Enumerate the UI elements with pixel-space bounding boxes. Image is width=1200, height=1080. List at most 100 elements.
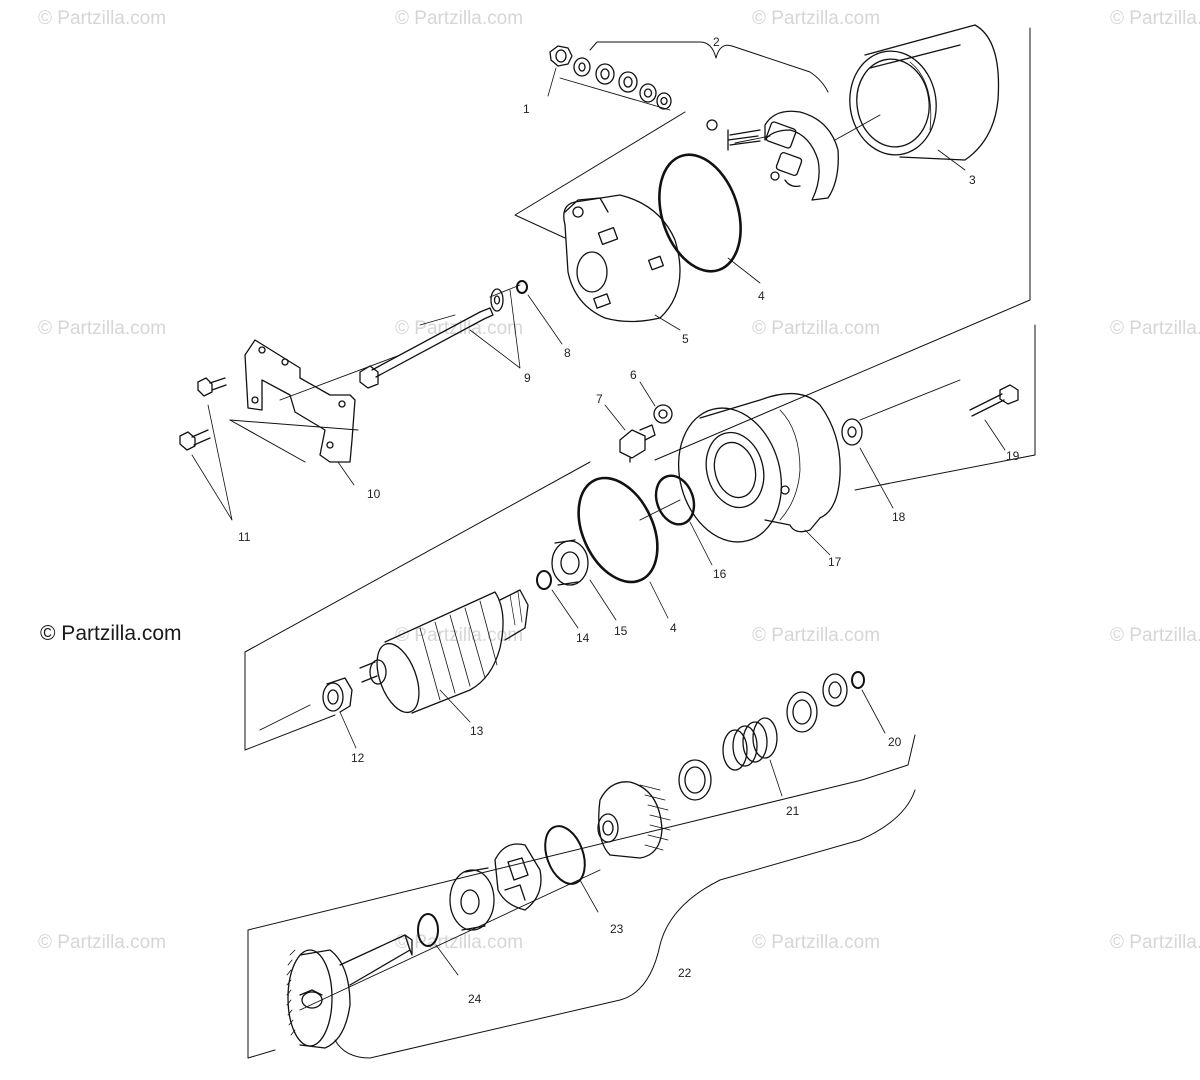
watermark: © Partzilla.com	[1110, 8, 1200, 29]
watermark: © Partzilla.com	[395, 8, 524, 29]
watermark: © Partzilla.com	[752, 625, 881, 646]
leader-3	[937, 149, 966, 171]
callout-6: 6	[630, 368, 637, 382]
watermark: © Partzilla.com	[38, 8, 167, 29]
watermark: © Partzilla.com	[38, 318, 167, 339]
callout-4: 4	[758, 289, 765, 303]
watermark: © Partzilla.com	[752, 318, 881, 339]
part-2-washers	[573, 57, 718, 131]
part-6-washer	[653, 404, 673, 424]
callout-17: 17	[828, 555, 842, 569]
part-8-o-ring-small	[516, 280, 528, 294]
bracket-2	[589, 41, 829, 93]
brand-label: © Partzilla.com	[40, 622, 182, 645]
callout-11: 11	[238, 530, 251, 544]
leader-1	[547, 67, 557, 97]
callout-labels: 1 2 3 4 5 6 7 8 9 10 11 12 13 14 15 16 1…	[238, 35, 1020, 1006]
part-10-mount-bracket	[244, 339, 356, 463]
leader-10	[337, 461, 355, 486]
leader-20	[861, 689, 886, 734]
part-3-yoke-housing	[849, 24, 1000, 161]
part-4-o-ring-upper	[658, 153, 742, 273]
callout-19: 19	[1006, 449, 1020, 463]
leader-4-lower	[649, 581, 669, 619]
group-outline-upper	[229, 27, 1031, 463]
callout-12: 12	[351, 751, 365, 765]
leader-4-upper	[727, 257, 761, 284]
center-axis	[259, 77, 961, 1011]
part-24-circlip	[417, 913, 439, 947]
callout-8: 8	[564, 346, 571, 360]
part-17-front-housing	[677, 392, 841, 543]
leader-13	[439, 689, 471, 723]
watermark: © Partzilla.com	[1110, 932, 1200, 953]
callout-23: 23	[610, 922, 624, 936]
part-15-bearing	[551, 539, 589, 586]
leader-5	[654, 314, 681, 331]
leader-16	[689, 521, 713, 566]
part-9-through-bolt	[359, 288, 504, 389]
pinion-clutch-gear	[597, 781, 671, 859]
leader-8	[527, 294, 563, 345]
watermark: © Partzilla.com	[752, 932, 881, 953]
part-12-bushing	[322, 677, 353, 713]
clutch-roller-set	[494, 843, 542, 911]
leader-15	[589, 579, 617, 621]
part-1-nut	[549, 45, 573, 67]
callout-7: 7	[596, 392, 603, 406]
leader-11	[191, 404, 233, 521]
callout-9: 9	[524, 371, 531, 385]
watermark: © Partzilla.com	[395, 625, 524, 646]
brush-holder-assembly	[727, 110, 839, 201]
leader-23	[579, 879, 599, 913]
leader-21	[769, 759, 783, 797]
watermark: © Partzilla.com	[38, 932, 167, 953]
part-20-clip	[786, 671, 865, 733]
part-5-rear-cover	[563, 194, 681, 323]
bracket-22	[334, 789, 916, 1059]
callout-22: 22	[678, 966, 692, 980]
part-4-o-ring-lower	[577, 476, 659, 584]
callout-4-lower: 4	[670, 621, 677, 635]
part-18-washer	[841, 418, 863, 446]
leader-19	[984, 419, 1006, 451]
callout-18: 18	[892, 510, 906, 524]
part-7-terminal-stud	[619, 424, 656, 463]
output-shaft-gear	[286, 934, 413, 1049]
part-19-bolt	[969, 384, 1019, 417]
leader-18	[859, 447, 894, 509]
part-13-armature	[359, 589, 529, 714]
watermark: © Partzilla.com	[752, 8, 881, 29]
part-11-bolts	[179, 377, 227, 451]
leader-12	[339, 711, 357, 749]
leader-14	[551, 589, 579, 629]
callout-14: 14	[576, 631, 590, 645]
thrust-washer	[449, 867, 495, 931]
group-outline-middle	[244, 324, 1036, 751]
watermark: © Partzilla.com	[395, 932, 524, 953]
callout-16: 16	[713, 567, 727, 581]
callout-13: 13	[470, 724, 484, 738]
leader-24	[435, 944, 459, 976]
leader-17	[804, 529, 831, 556]
callout-20: 20	[888, 735, 902, 749]
callout-3: 3	[969, 173, 976, 187]
callout-1: 1	[523, 102, 530, 116]
leader-7	[604, 404, 626, 431]
callout-10: 10	[367, 487, 381, 501]
callout-2: 2	[713, 35, 720, 49]
part-21-spring	[678, 717, 778, 801]
callout-15: 15	[614, 624, 628, 638]
watermark: © Partzilla.com	[1110, 318, 1200, 339]
part-16-o-ring	[654, 474, 696, 526]
group-outline-lower	[247, 734, 916, 1059]
callout-5: 5	[682, 332, 689, 346]
callout-24: 24	[468, 992, 482, 1006]
callout-21: 21	[786, 804, 800, 818]
leader-6	[639, 381, 656, 407]
part-14-circlip	[536, 570, 552, 590]
leader-9	[469, 289, 521, 369]
part-23-ring	[544, 825, 586, 885]
watermark: © Partzilla.com	[1110, 625, 1200, 646]
